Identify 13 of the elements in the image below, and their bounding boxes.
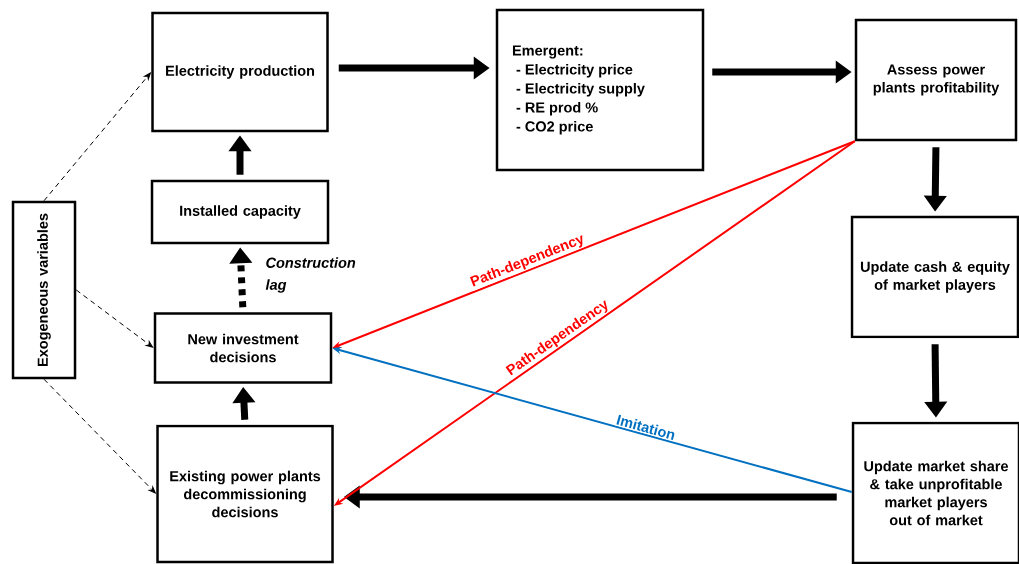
- process-box: Update cash & equity of market players: [850, 215, 1019, 339]
- process-box: Existing power plants decommissioning decisions: [156, 424, 334, 564]
- process-box: Assess power plants profitability: [854, 18, 1018, 142]
- arrow: [75, 289, 154, 348]
- process-box: Update market share & take unprofitable market players out of market: [851, 421, 1019, 564]
- process-box: Electricity production: [151, 11, 329, 133]
- process-box: Exogeneous variables: [11, 200, 77, 380]
- arrow: [43, 72, 151, 202]
- process-box: Installed capacity: [150, 179, 330, 245]
- edge-label: Construction lag: [265, 257, 356, 293]
- list-box: Emergent: - Electricity price - Electricity supply - RE prod % - CO2 price: [495, 8, 705, 172]
- process-box: New investment decisions: [153, 312, 333, 384]
- arrow: [43, 378, 156, 494]
